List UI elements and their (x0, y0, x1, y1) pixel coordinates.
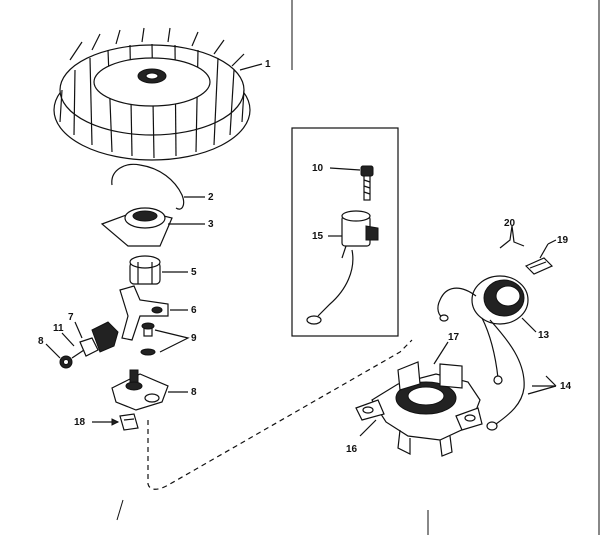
ignition-coil (437, 275, 529, 431)
felt-clip (119, 413, 139, 431)
condenser (306, 210, 379, 325)
condenser-inset-frame (291, 127, 399, 337)
callout-8-left: 8 (38, 336, 44, 347)
callout-11: 11 (53, 323, 64, 334)
spring-part (499, 225, 525, 249)
breaker-arm (119, 285, 169, 341)
bottom-mark-left (116, 499, 124, 521)
spring-clip (111, 163, 185, 210)
cam-bushing (129, 255, 161, 285)
callout-3: 3 (208, 219, 214, 230)
assembly-guide-line (147, 339, 413, 490)
callout-17: 17 (448, 332, 460, 343)
points-linkage (59, 321, 119, 369)
callout-16: 16 (346, 444, 358, 455)
stator-housing (355, 361, 483, 457)
callout-2: 2 (208, 192, 214, 203)
callout-7: 7 (68, 312, 74, 323)
callout-18: 18 (74, 417, 86, 428)
flywheel (53, 27, 251, 161)
callout-10: 10 (312, 163, 324, 174)
callout-19: 19 (557, 235, 569, 246)
screw-washer (140, 322, 156, 356)
condenser-screw (360, 165, 374, 201)
base-plate (111, 369, 169, 411)
dust-cover (100, 207, 173, 247)
callout-8-right: 8 (191, 387, 197, 398)
callout-5: 5 (191, 267, 197, 278)
callout-6: 6 (191, 305, 197, 316)
callout-20: 20 (504, 218, 516, 229)
callout-15: 15 (312, 231, 324, 242)
callout-13: 13 (538, 330, 550, 341)
callout-14: 14 (560, 381, 572, 392)
small-clip (524, 257, 554, 275)
callout-9: 9 (191, 333, 197, 344)
callout-1: 1 (265, 59, 271, 70)
